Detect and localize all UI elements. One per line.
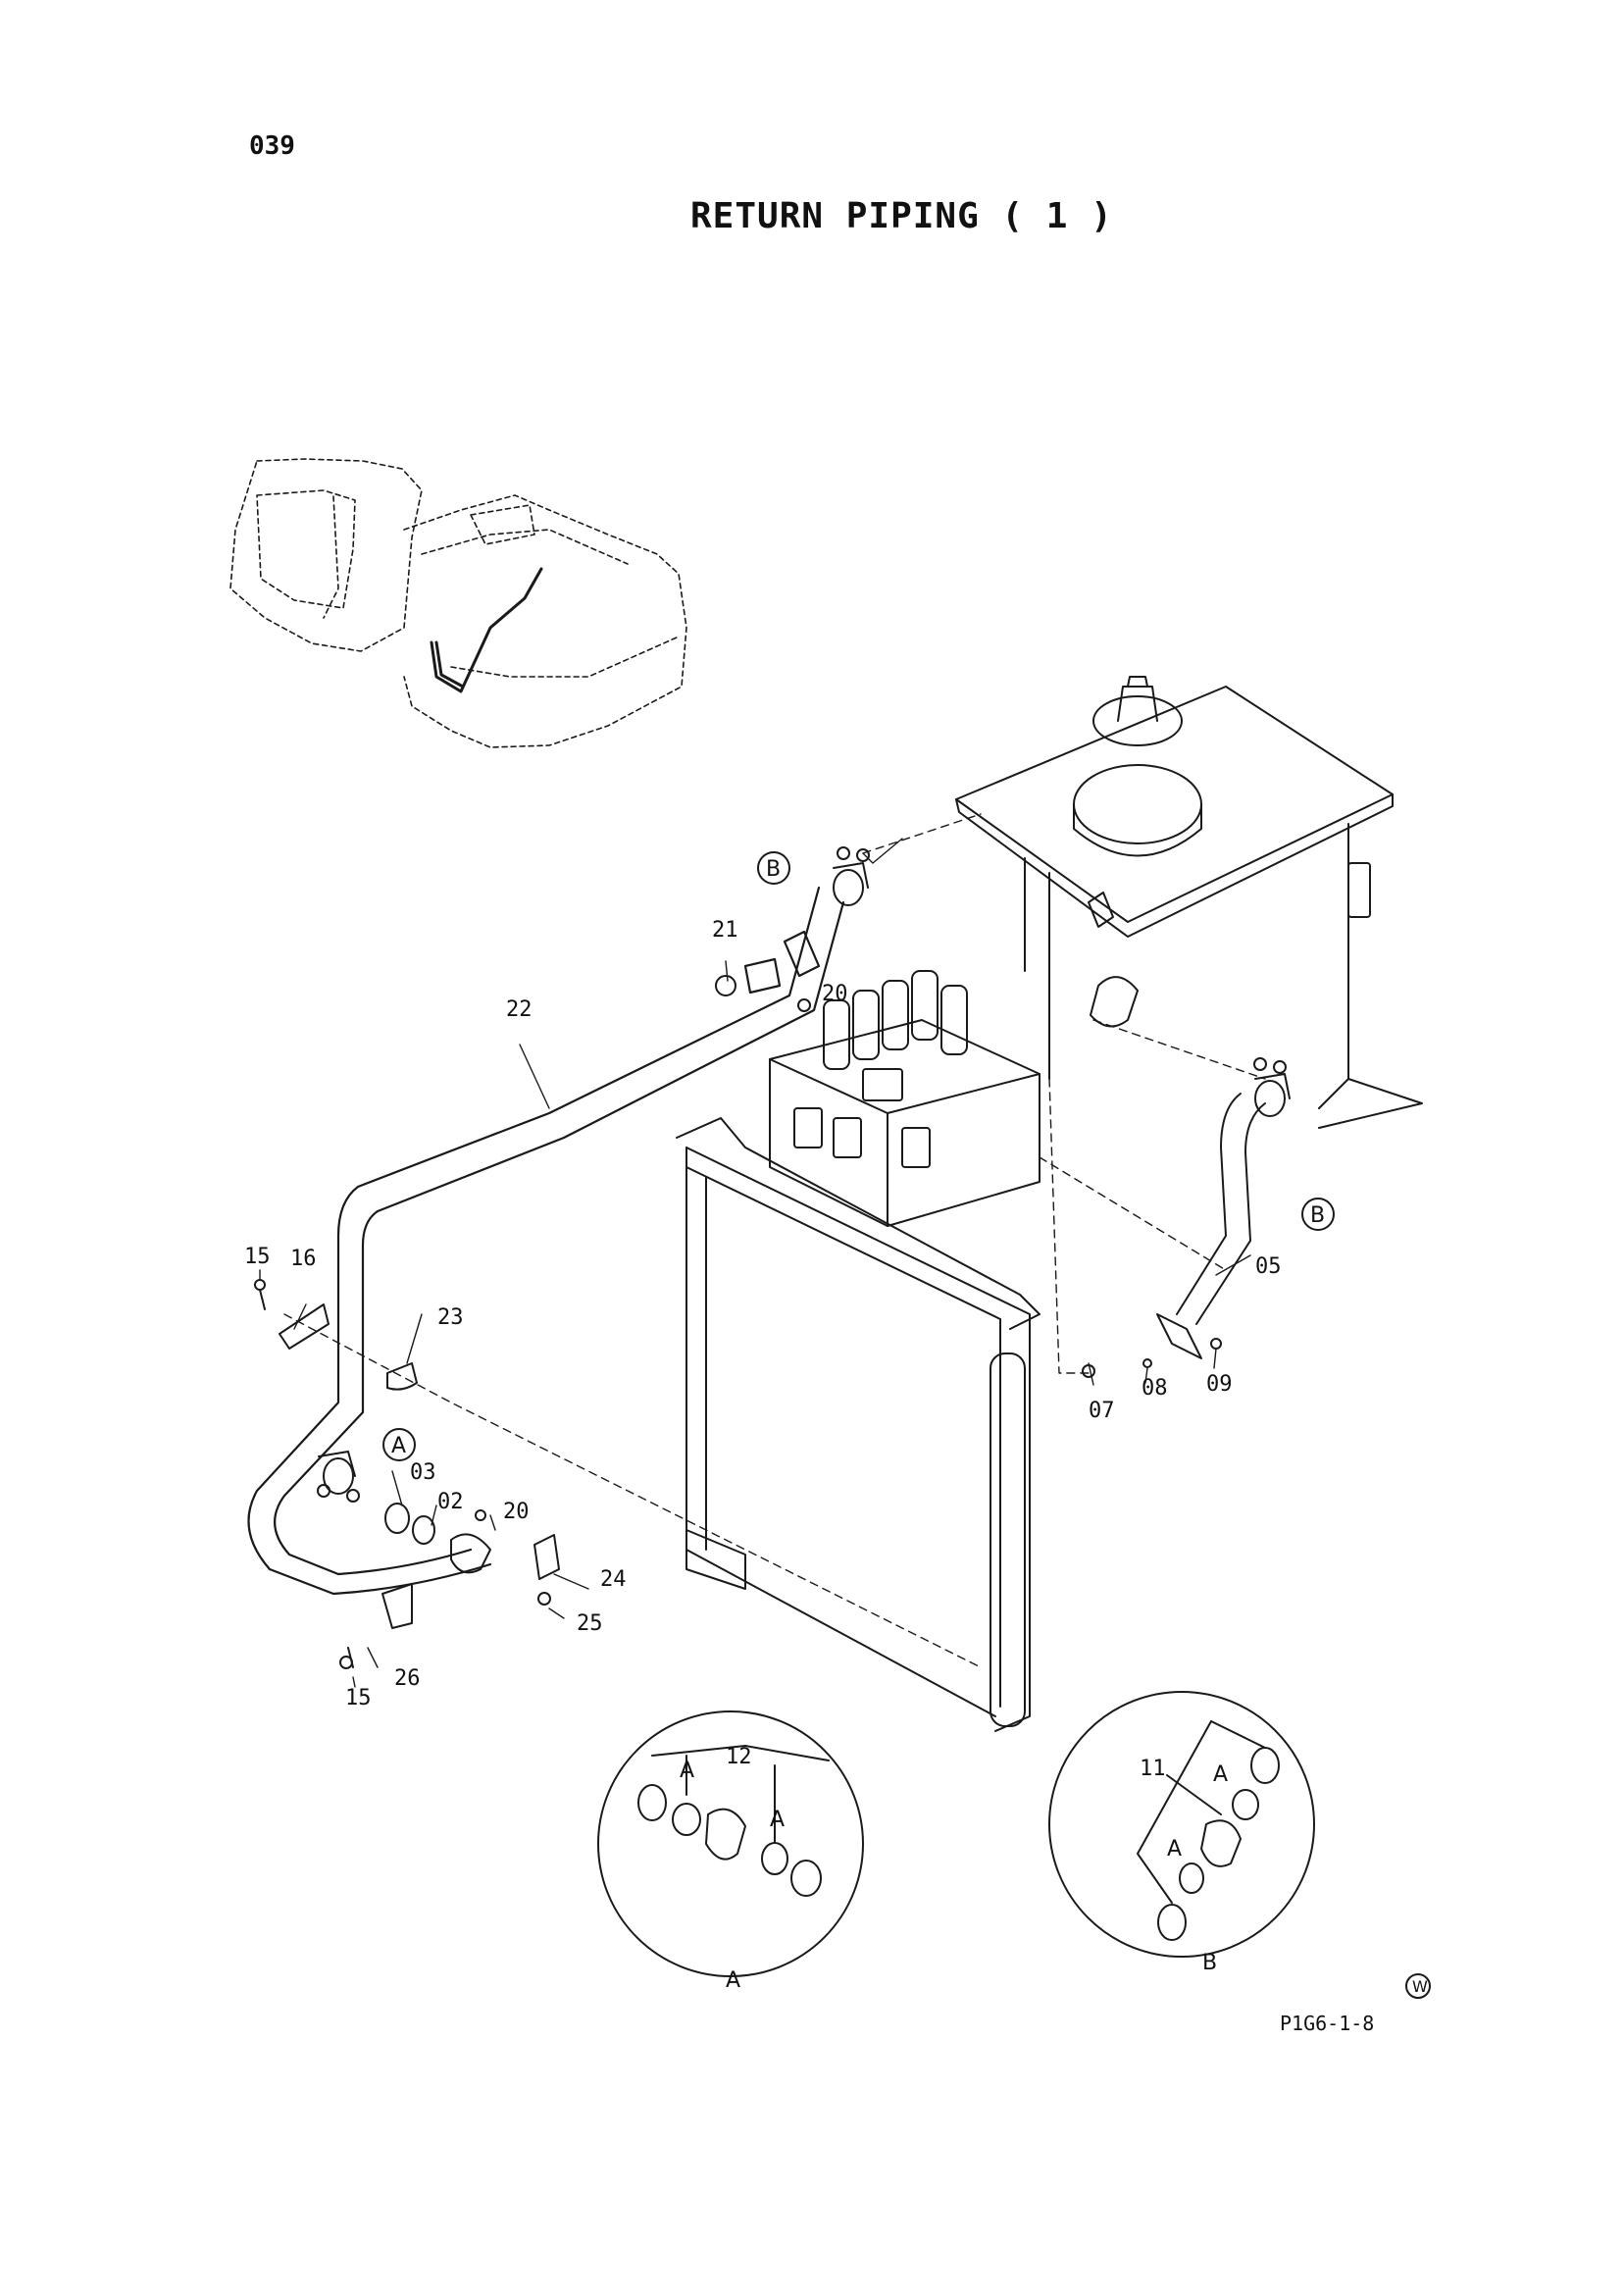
- callout-08: 08: [1142, 1376, 1168, 1401]
- marker-a: [382, 1428, 416, 1461]
- excavator-overview: [229, 458, 687, 748]
- marker-b-lower-text: B: [1310, 1203, 1325, 1228]
- callout-16: 16: [290, 1247, 317, 1271]
- callout-24: 24: [600, 1567, 627, 1592]
- callout-26: 26: [394, 1666, 421, 1691]
- clamp-b-upper: [833, 846, 870, 906]
- detail-b-label-1: A: [1213, 1762, 1228, 1787]
- dash-lines: [283, 813, 1266, 1668]
- callout-09: 09: [1206, 1372, 1233, 1397]
- detail-a-label-2: A: [770, 1808, 785, 1832]
- callout-15-lower: 15: [345, 1686, 372, 1710]
- callout-03: 03: [410, 1460, 436, 1485]
- detail-a-label-1: A: [680, 1759, 694, 1783]
- clamp-b-lower: [1253, 1057, 1291, 1117]
- hose-05: [1156, 1093, 1266, 1359]
- control-valve: [769, 970, 1040, 1227]
- hydraulic-tank: [955, 676, 1423, 1129]
- callout-05: 05: [1255, 1254, 1282, 1279]
- return-pipe-22: [247, 886, 845, 1596]
- excavator-pipe-highlight: [430, 567, 543, 693]
- detail-a: [597, 1710, 864, 1977]
- fittings: [254, 975, 1222, 1669]
- callout-22: 22: [506, 997, 533, 1022]
- clamp-a: [317, 1451, 360, 1503]
- oil-cooler: [676, 1117, 1040, 1732]
- marker-b-upper: [757, 851, 790, 885]
- page-title: RETURN PIPING ( 1 ): [690, 196, 1113, 236]
- callout-23: 23: [437, 1305, 464, 1330]
- marker-w: [1405, 1973, 1431, 1999]
- callout-02: 02: [437, 1490, 464, 1514]
- callout-25: 25: [577, 1611, 603, 1636]
- callout-15-upper: 15: [244, 1245, 271, 1269]
- leader-lines: [259, 838, 1251, 1688]
- w-symbol: W: [1412, 1977, 1428, 1996]
- page-number: 039: [249, 131, 295, 161]
- marker-b-lower: [1301, 1198, 1335, 1231]
- drawing-code: P1G6-1-8: [1280, 2012, 1374, 2035]
- detail-b: [1048, 1691, 1315, 1958]
- callout-20-upper: 20: [822, 982, 848, 1006]
- detail-b-label-2: A: [1167, 1837, 1182, 1862]
- callout-21: 21: [712, 918, 738, 943]
- marker-a-text: A: [391, 1434, 406, 1458]
- callout-07: 07: [1089, 1399, 1115, 1423]
- callout-20-lower: 20: [503, 1500, 530, 1524]
- detail-a-title: A: [726, 1968, 740, 1993]
- detail-b-title: B: [1202, 1951, 1217, 1975]
- callout-12: 12: [726, 1745, 752, 1769]
- callout-11: 11: [1140, 1757, 1166, 1781]
- marker-b-upper-text: B: [766, 857, 781, 882]
